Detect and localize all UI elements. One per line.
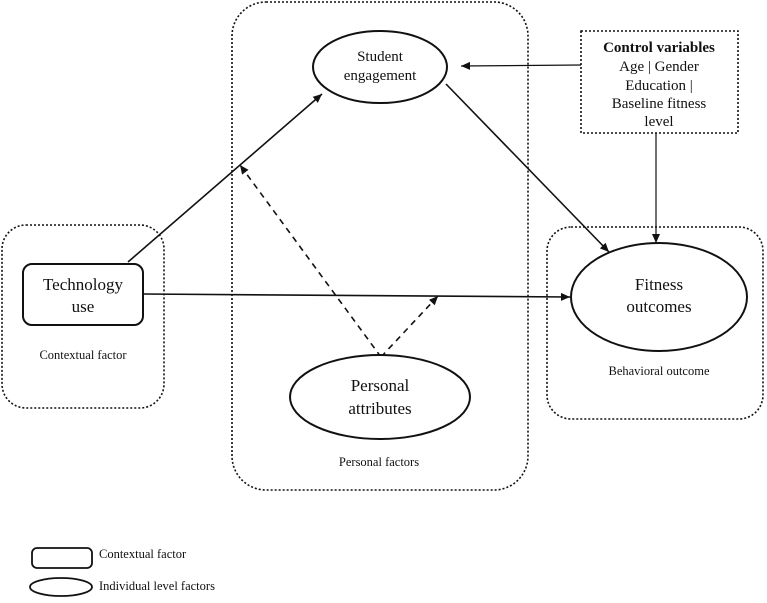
technology-use-label-line2: use: [72, 297, 95, 316]
control-variables-line3: Baseline fitness: [612, 96, 707, 112]
edge-engagement-to-fitness: [445, 83, 610, 253]
control-variables-box: [580, 30, 739, 134]
legend-ellipse-label: Individual level factors: [99, 579, 215, 593]
legend-ellipse-swatch: [29, 577, 93, 597]
edge-technology-to-fitness: [142, 292, 571, 301]
group-behavioral-box: [546, 226, 764, 420]
technology-use-label-line1: Technology: [43, 275, 124, 294]
control-variables-line2: Education |: [625, 78, 693, 94]
edge-control-to-engagement: [460, 61, 582, 70]
control-variables-title: Control variables: [603, 40, 715, 56]
student-engagement-node: [312, 30, 448, 104]
student-engagement-label-line1: Student: [357, 49, 404, 65]
personal-attributes-label-line2: attributes: [348, 399, 411, 418]
fitness-outcomes-label-line1: Fitness: [635, 275, 683, 294]
group-contextual-label: Contextual factor: [39, 348, 127, 362]
personal-attributes-label-line1: Personal: [351, 376, 410, 395]
edge-attributes-to-tech-fitness-dashed: [380, 295, 439, 358]
group-personal-box: [231, 1, 529, 491]
control-variables-line1: Age | Gender: [619, 59, 699, 75]
fitness-outcomes-node: [570, 242, 748, 352]
edge-attributes-to-engagement-dashed: [239, 164, 382, 358]
group-behavioral-label: Behavioral outcome: [608, 364, 709, 378]
student-engagement-label-line2: engagement: [344, 68, 417, 84]
group-contextual-box: [1, 224, 165, 409]
edge-technology-to-engagement: [127, 93, 323, 263]
personal-attributes-node: [289, 354, 471, 440]
legend-rect-swatch: [31, 547, 93, 569]
control-variables-line4: level: [644, 114, 673, 130]
fitness-outcomes-label-line2: outcomes: [626, 297, 691, 316]
legend-rect-label: Contextual factor: [99, 547, 187, 561]
technology-use-node: [22, 263, 144, 326]
group-personal-label: Personal factors: [339, 455, 419, 469]
